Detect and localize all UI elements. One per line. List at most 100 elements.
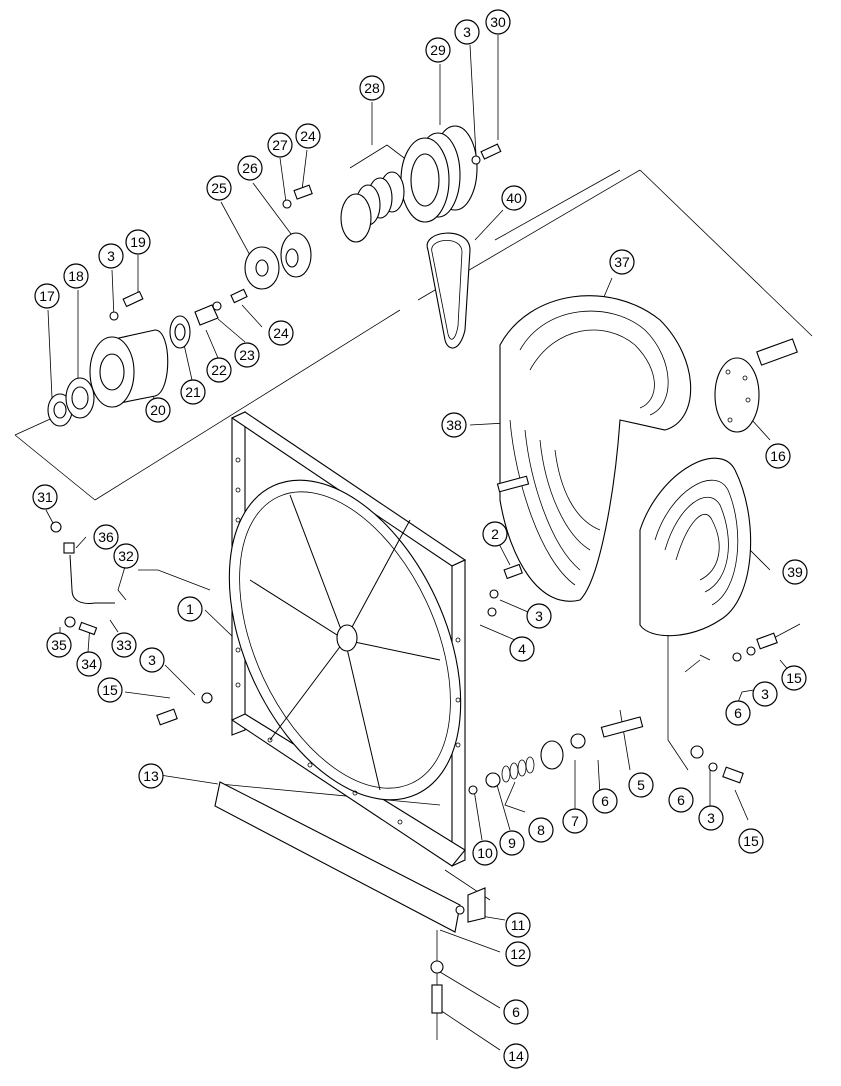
- callout-15: 15: [738, 828, 764, 854]
- callout-23: 23: [234, 342, 260, 368]
- callout-24: 24: [295, 123, 321, 149]
- callout-circle: [138, 763, 164, 789]
- callout-label: 12: [510, 946, 526, 962]
- callout-circle: [738, 828, 764, 854]
- callout-32: 32: [113, 543, 139, 569]
- callout-25: 25: [206, 175, 232, 201]
- callout-label: 3: [107, 248, 115, 264]
- callout-circle: [725, 700, 751, 726]
- fitting-36: [63, 542, 75, 554]
- bolt-34: [78, 621, 98, 636]
- callout-3: 3: [526, 603, 552, 629]
- callout-10: 10: [472, 840, 498, 866]
- callout-circle: [499, 830, 525, 856]
- callout-label: 20: [150, 402, 166, 418]
- callout-circle: [63, 263, 89, 289]
- washer-6-lower: [690, 745, 704, 759]
- callout-circle: [267, 132, 293, 158]
- callout-label: 2: [491, 526, 499, 542]
- callout-28: 28: [359, 75, 385, 101]
- callout-label: 6: [601, 793, 609, 809]
- plug-14: [431, 984, 443, 1014]
- cap-31: [50, 521, 62, 533]
- callout-label: 38: [446, 417, 462, 433]
- lockwasher-23: [212, 301, 222, 311]
- lockplate-22: [194, 304, 219, 326]
- callout-circle: [472, 840, 498, 866]
- callout-29: 29: [425, 37, 451, 63]
- callout-label: 3: [707, 810, 715, 826]
- callout-label: 18: [68, 268, 84, 284]
- callout-label: 14: [508, 1048, 524, 1064]
- fan-hub: [336, 624, 358, 652]
- callout-label: 15: [786, 670, 802, 686]
- callout-label: 24: [273, 325, 289, 341]
- washer-3-right: [746, 646, 756, 656]
- callout-label: 34: [81, 656, 97, 672]
- callout-circle: [528, 817, 554, 843]
- callout-circle: [482, 521, 508, 547]
- callout-circle: [98, 243, 124, 269]
- callout-34: 34: [76, 651, 102, 677]
- fan-blade-3: [344, 639, 441, 661]
- callout-22: 22: [206, 357, 232, 383]
- callout-circle: [609, 249, 635, 275]
- washer-10: [468, 785, 478, 795]
- v-belt-40-inner: [431, 239, 463, 340]
- callout-circle: [485, 9, 511, 35]
- callout-7: 7: [562, 808, 588, 834]
- v-belt-40: [426, 232, 471, 349]
- washer-9: [485, 772, 501, 788]
- pipe-32: [69, 554, 115, 604]
- callout-label: 3: [463, 24, 471, 40]
- callout-27: 27: [267, 132, 293, 158]
- callout-label: 5: [637, 777, 645, 793]
- washer-35: [64, 616, 76, 628]
- washer-3-mid: [489, 589, 499, 599]
- callout-circle: [113, 543, 139, 569]
- callout-circle: [668, 787, 694, 813]
- callout-label: 6: [734, 705, 742, 721]
- fan-guard-lower: [639, 457, 752, 637]
- callout-11: 11: [505, 912, 531, 938]
- callout-label: 39: [787, 564, 803, 580]
- callout-circle: [177, 596, 203, 622]
- callout-circle: [562, 808, 588, 834]
- callout-circle: [505, 941, 531, 967]
- callout-label: 31: [37, 489, 53, 505]
- callout-circle: [509, 636, 535, 662]
- callout-circle: [628, 772, 654, 798]
- frame-holes: [235, 457, 461, 825]
- callout-19: 19: [125, 229, 151, 255]
- callout-circle: [145, 397, 171, 423]
- callout-40: 40: [501, 185, 527, 211]
- callout-circle: [752, 681, 778, 707]
- washer-3-lower: [708, 762, 718, 772]
- flange-26-bore: [285, 248, 299, 268]
- bolt-19: [122, 290, 144, 308]
- callout-group: 3032928272426254019318172423222120373816…: [32, 9, 808, 1069]
- callout-label: 27: [272, 137, 288, 153]
- callout-circle: [268, 320, 294, 346]
- washer-3-top: [471, 155, 481, 165]
- callout-label: 40: [506, 190, 522, 206]
- callout-6: 6: [725, 700, 751, 726]
- callout-4: 4: [509, 636, 535, 662]
- callout-16: 16: [765, 443, 791, 469]
- bolt-30: [480, 143, 502, 160]
- callout-15: 15: [781, 665, 807, 691]
- callout-label: 15: [743, 833, 759, 849]
- callout-circle: [526, 603, 552, 629]
- callout-circle: [359, 75, 385, 101]
- callout-circle: [501, 185, 527, 211]
- callout-circle: [454, 19, 480, 45]
- callout-circle: [441, 412, 467, 438]
- callout-label: 30: [490, 14, 506, 30]
- callout-circle: [505, 912, 531, 938]
- pulley-assembly: [230, 125, 502, 349]
- callout-label: 26: [242, 160, 258, 176]
- callout-circle: [295, 123, 321, 149]
- lockwasher-4: [487, 607, 497, 617]
- callout-3: 3: [98, 243, 124, 269]
